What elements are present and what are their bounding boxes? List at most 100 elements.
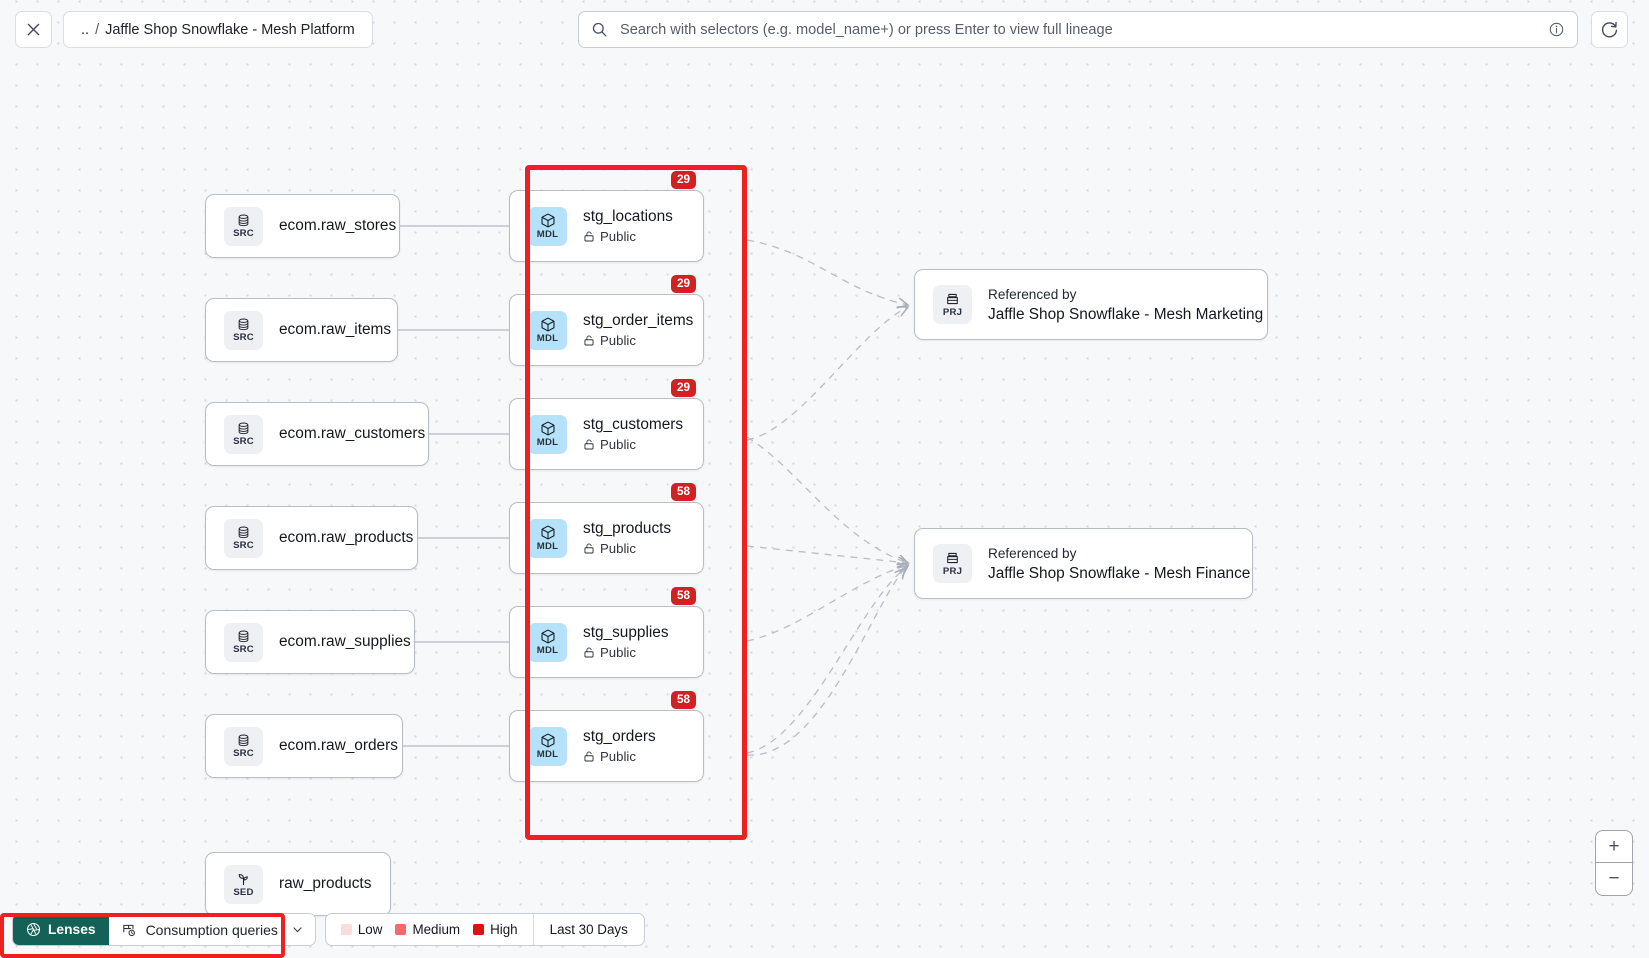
node-type-label: MDL — [536, 541, 559, 552]
lenses-label: Lenses — [48, 922, 96, 937]
node-type-label: MDL — [536, 749, 559, 760]
lock-icon — [584, 335, 594, 346]
lock-icon — [584, 751, 594, 762]
close-button[interactable] — [15, 11, 52, 48]
node-title: ecom.raw_products — [279, 529, 414, 546]
query-clock-icon — [122, 924, 135, 936]
cube-icon — [541, 525, 554, 540]
node-access: Public — [583, 437, 683, 452]
node-access: Public — [583, 749, 656, 764]
node-count-badge: 58 — [671, 691, 697, 709]
database-icon — [238, 630, 249, 643]
node-title: stg_customers — [583, 416, 684, 433]
cube-icon — [541, 317, 554, 332]
node-title: stg_order_items — [583, 312, 694, 329]
top-toolbar: .. / Jaffle Shop Snowflake - Mesh Platfo… — [0, 0, 1649, 58]
node-access: Public — [583, 645, 669, 660]
node-count-badge: 58 — [671, 587, 697, 605]
project-stack-icon — [947, 293, 958, 305]
time-range-selector[interactable]: Last 30 Days — [532, 914, 644, 945]
node-type-label: SRC — [233, 436, 254, 447]
node-type-badge-mdl: MDL — [528, 518, 567, 558]
node-type-label: SRC — [233, 332, 254, 343]
node-type-label: SRC — [233, 540, 254, 551]
node-type-label: SED — [233, 886, 254, 898]
close-icon — [27, 23, 40, 36]
zoom-controls: + − — [1595, 830, 1633, 896]
lock-icon — [584, 439, 594, 450]
seedling-icon — [238, 873, 248, 885]
node-type-badge-sed: SED — [224, 864, 263, 904]
node-type-label: MDL — [536, 645, 559, 656]
node-type-label: MDL — [536, 437, 559, 448]
breadcrumb-title: Jaffle Shop Snowflake - Mesh Platform — [105, 21, 355, 38]
node-type-badge-src: SRC — [224, 310, 263, 350]
search-bar[interactable] — [578, 11, 1578, 48]
node-title: Jaffle Shop Snowflake - Mesh Finance — [988, 564, 1251, 582]
breadcrumb[interactable]: .. / Jaffle Shop Snowflake - Mesh Platfo… — [63, 11, 373, 48]
node-access: Public — [583, 229, 673, 244]
lock-icon — [584, 231, 594, 242]
node-type-badge-mdl: MDL — [528, 726, 567, 766]
node-access-label: Public — [600, 749, 636, 764]
zoom-in-button[interactable]: + — [1596, 831, 1632, 863]
node-type-label: PRJ — [942, 307, 963, 318]
node-title: ecom.raw_stores — [279, 217, 397, 234]
node-count-badge: 29 — [671, 171, 697, 189]
node-src-ecom-raw-items[interactable]: SRC ecom.raw_items — [205, 298, 398, 362]
node-type-badge-mdl: MDL — [528, 622, 567, 662]
chevron-down-icon — [293, 927, 302, 933]
zoom-out-button[interactable]: − — [1608, 868, 1620, 889]
node-title: ecom.raw_customers — [279, 425, 426, 442]
node-type-badge-src: SRC — [224, 206, 263, 246]
lens-control-group: Lenses Consumption queries — [12, 913, 316, 946]
node-type-badge-mdl: MDL — [528, 310, 567, 350]
legend-label: Low — [357, 922, 383, 937]
node-access: Public — [583, 541, 671, 556]
node-src-ecom-raw-customers[interactable]: SRC ecom.raw_customers — [205, 402, 429, 466]
node-labels: ecom.raw_items — [279, 321, 391, 339]
node-type-badge-mdl: MDL — [528, 206, 567, 246]
legend-swatch-high — [473, 924, 485, 935]
node-type-label: SRC — [233, 748, 254, 759]
refresh-button[interactable] — [1591, 11, 1628, 48]
cube-icon — [541, 421, 554, 436]
lens-select[interactable]: Consumption queries — [108, 914, 315, 945]
lenses-button[interactable]: Lenses — [13, 914, 109, 945]
info-icon[interactable] — [1548, 21, 1565, 38]
node-type-label: MDL — [536, 333, 559, 344]
search-input[interactable] — [620, 21, 1548, 38]
node-labels: ecom.raw_supplies — [279, 633, 411, 651]
node-count-badge: 58 — [671, 483, 697, 501]
node-title: Jaffle Shop Snowflake - Mesh Marketing — [988, 305, 1264, 323]
breadcrumb-prefix: .. — [81, 21, 90, 38]
lock-icon — [584, 647, 594, 658]
node-type-label: MDL — [536, 229, 559, 240]
database-icon — [238, 318, 249, 331]
project-stack-icon — [947, 552, 958, 564]
cube-icon — [541, 629, 554, 644]
node-src-ecom-raw-stores[interactable]: SRC ecom.raw_stores — [205, 194, 400, 258]
node-src-ecom-raw-products[interactable]: SRC ecom.raw_products — [205, 506, 418, 570]
node-type-label: PRJ — [942, 566, 963, 577]
breadcrumb-separator: / — [95, 21, 100, 38]
